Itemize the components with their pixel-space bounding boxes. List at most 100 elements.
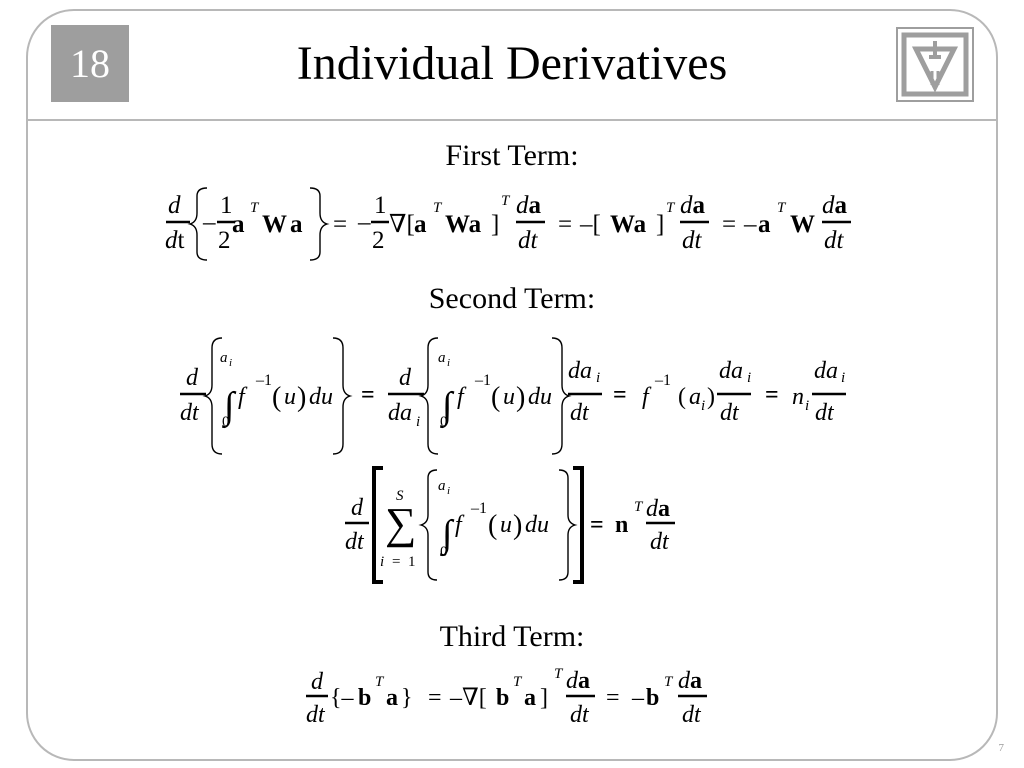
eq-symbol: a: [524, 685, 536, 711]
third-term-equation: d dt {– b T a } = –∇[ b T a ] T da dt = …: [306, 666, 707, 728]
eq-symbol: dt: [682, 227, 703, 254]
eq-symbol: i: [747, 370, 751, 386]
eq-symbol: f: [238, 384, 248, 410]
eq-symbol: d: [186, 365, 199, 391]
eq-symbol: =: [606, 685, 620, 711]
eq-symbol: a: [689, 384, 701, 410]
eq-symbol: dt: [518, 227, 539, 254]
eq-symbol: W: [790, 211, 815, 238]
eq-symbol: ]: [491, 211, 499, 238]
eq-symbol: ∑: [385, 499, 416, 548]
eq-symbol: –: [631, 685, 645, 711]
eq-symbol: n: [792, 384, 804, 410]
title-divider: [27, 119, 997, 121]
eq-symbol: ∇[: [389, 211, 415, 238]
eq-symbol: Wa: [445, 211, 482, 238]
eq-symbol: T: [250, 200, 260, 216]
eq-symbol: T: [777, 200, 787, 216]
eq-symbol: da: [566, 668, 590, 694]
eq-symbol: {–: [330, 685, 355, 711]
eq-symbol: d: [168, 192, 181, 219]
eq-symbol: d: [351, 495, 364, 521]
eq-symbol: dt: [682, 702, 702, 728]
eq-symbol: du: [528, 384, 552, 410]
eq-symbol: Wa: [610, 211, 647, 238]
eq-symbol: a: [438, 478, 446, 494]
eq-symbol: –: [743, 211, 757, 238]
eq-symbol: (: [488, 510, 497, 541]
eq-symbol: –[: [579, 211, 601, 238]
eq-symbol: (: [272, 382, 281, 413]
eq-symbol: =: [361, 382, 375, 408]
eq-symbol: 1: [374, 192, 387, 219]
eq-symbol: T: [634, 499, 644, 515]
eq-symbol: 2: [372, 227, 385, 254]
slide-title: Individual Derivatives: [296, 37, 728, 90]
eq-symbol: da: [680, 192, 706, 219]
eq-symbol: –: [357, 209, 371, 236]
eq-symbol: a: [438, 350, 446, 366]
eq-symbol: da: [719, 358, 743, 384]
slide-frame: [26, 9, 998, 761]
eq-symbol: dt: [345, 529, 365, 555]
eq-symbol: ∫: [440, 385, 455, 429]
eq-symbol: b: [646, 685, 659, 711]
eq-symbol: =: [590, 512, 604, 538]
eq-symbol: =: [722, 211, 736, 238]
eq-symbol: dt: [165, 227, 185, 254]
eq-symbol: da: [516, 192, 542, 219]
eq-symbol: –1: [654, 372, 671, 389]
eq-symbol: a: [758, 211, 771, 238]
second-term-equation-1: d dt a i ∫ 0 f –1 ( u ) du = d da i a i …: [180, 337, 846, 455]
eq-symbol: i: [805, 398, 809, 414]
eq-symbol: ): [707, 384, 715, 410]
eq-symbol: du: [309, 384, 333, 410]
eq-symbol: da: [646, 496, 670, 522]
chapter-badge: 18: [51, 25, 129, 102]
eq-symbol: T: [554, 666, 564, 682]
eq-symbol: i: [596, 370, 600, 386]
eq-symbol: }: [401, 685, 413, 711]
eq-symbol: T: [666, 200, 676, 216]
second-term-heading: Second Term:: [428, 282, 596, 315]
eq-symbol: 0: [222, 414, 230, 430]
eq-symbol: 0: [440, 544, 448, 560]
eq-symbol: da: [822, 192, 848, 219]
eq-symbol: a: [232, 211, 245, 238]
eq-symbol: dt: [650, 529, 670, 555]
eq-symbol: i: [701, 398, 705, 414]
eq-symbol: T: [513, 674, 523, 690]
eq-symbol: f: [457, 384, 467, 410]
eq-symbol: du: [525, 512, 549, 538]
eq-symbol: ]: [540, 685, 548, 711]
eq-symbol: (: [491, 382, 500, 413]
eq-symbol: dt: [570, 702, 590, 728]
eq-symbol: =: [333, 211, 347, 238]
eq-symbol: 1: [220, 192, 233, 219]
eq-symbol: i: [841, 370, 845, 386]
eq-symbol: u: [284, 384, 296, 410]
eq-symbol: –1: [474, 372, 491, 389]
eq-symbol: T: [375, 674, 385, 690]
eq-symbol: u: [503, 384, 515, 410]
eq-symbol: 2: [218, 227, 231, 254]
eq-symbol: i: [416, 414, 420, 430]
eq-symbol: ∫: [440, 513, 455, 557]
first-term-heading: First Term:: [445, 139, 579, 172]
second-term-equation-2: d dt S ∑ i = 1 a i ∫ 0 f –1 ( u ) du = n…: [345, 466, 675, 584]
eq-symbol: da: [678, 668, 702, 694]
eq-symbol: dt: [306, 702, 326, 728]
eq-symbol: da: [568, 358, 592, 384]
eq-symbol: dt: [815, 400, 835, 426]
eq-symbol: dt: [180, 400, 200, 426]
eq-symbol: a: [414, 211, 427, 238]
eq-symbol: f: [455, 512, 465, 538]
eq-symbol: i: [447, 485, 450, 497]
eq-symbol: a: [220, 350, 228, 366]
page-number: 7: [998, 742, 1005, 754]
eq-symbol: dt: [570, 400, 590, 426]
eq-symbol: a: [386, 685, 398, 711]
eq-symbol: S: [396, 488, 404, 504]
eq-symbol: (: [678, 384, 686, 410]
eq-symbol: da: [814, 358, 838, 384]
